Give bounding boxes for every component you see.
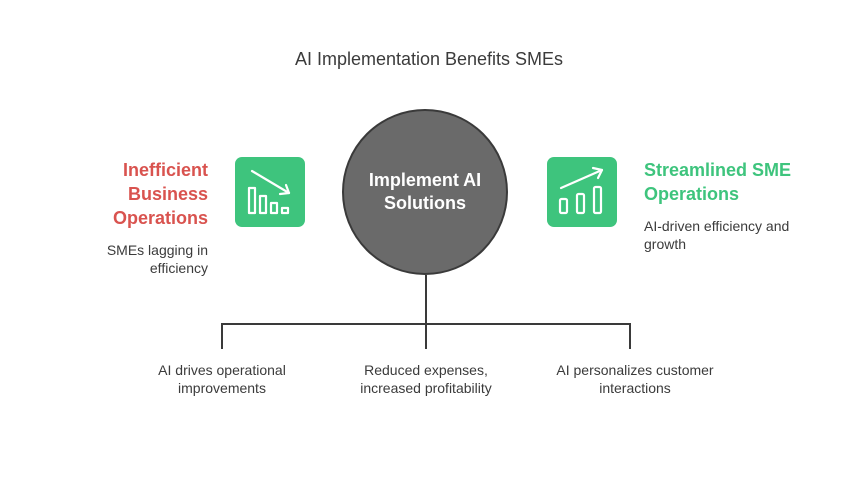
left-description: SMEs lagging in efficiency — [106, 242, 208, 276]
branch-label-right: AI personalizes customer interactions — [556, 362, 714, 396]
diagram-title: AI Implementation Benefits SMEs — [294, 49, 564, 69]
right-title: Streamlined SME Operations — [644, 158, 791, 206]
center-node: Implement AI Solutions — [342, 109, 508, 275]
right-title-line-2: Operations — [644, 184, 740, 204]
left-title-line-3: Operations — [112, 208, 208, 228]
declining-chart-tile — [235, 157, 305, 227]
growing-chart-tile — [547, 157, 617, 227]
right-description: AI-driven efficiency and growth — [644, 218, 790, 252]
branch-label-left: AI drives operational improvements — [158, 362, 286, 396]
right-title-line-1: Streamlined SME — [644, 160, 792, 180]
declining-bar-chart-icon — [247, 169, 291, 215]
left-title: Inefficient Business Operations — [113, 158, 208, 230]
left-title-line-2: Business — [127, 184, 208, 204]
growing-bar-chart-icon — [558, 166, 604, 215]
left-title-line-1: Inefficient — [122, 160, 208, 180]
center-node-label: Implement AI Solutions — [368, 170, 482, 213]
branch-label-center: Reduced expenses, increased profitabilit… — [360, 362, 492, 396]
